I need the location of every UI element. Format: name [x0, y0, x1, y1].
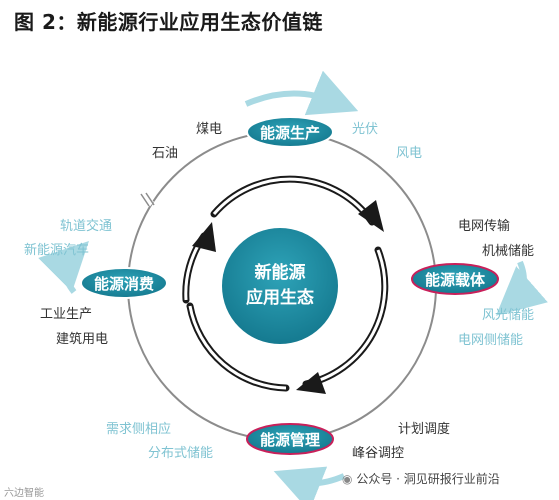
footer-source-text: 公众号 · 洞见研报行业前沿 — [356, 472, 500, 486]
cycle-arrow-top-head — [358, 200, 384, 232]
label-distributed-storage: 分布式储能 — [148, 446, 214, 461]
cycle-arrow-left-head — [192, 222, 216, 252]
light-arrow-top — [244, 70, 359, 116]
label-mechanical-storage: 机械储能 — [482, 244, 535, 259]
watermark: 六边智能 — [4, 488, 44, 499]
wechat-icon: ◉ — [342, 472, 353, 486]
node-management-label: 能源管理 — [260, 431, 320, 449]
node-consumption-label: 能源消费 — [94, 275, 154, 293]
node-carrier: 能源载体 — [411, 263, 499, 295]
label-industrial-production: 工业生产 — [40, 307, 93, 322]
label-coal-power: 煤电 — [196, 122, 223, 137]
label-building-power: 建筑用电 — [56, 332, 109, 347]
label-demand-response: 需求侧相应 — [106, 422, 172, 437]
center-text-line2: 应用生态 — [246, 287, 314, 308]
label-grid-transmission: 电网传输 — [458, 219, 511, 234]
label-pv: 光伏 — [352, 122, 379, 137]
center-text-line1: 新能源 — [255, 262, 306, 283]
label-wind: 风电 — [396, 146, 423, 161]
label-nev: 新能源汽车 — [24, 243, 90, 258]
node-management: 能源管理 — [246, 423, 334, 455]
node-carrier-label: 能源载体 — [425, 271, 486, 289]
light-arrow-right — [495, 260, 548, 316]
label-rail-transit: 轨道交通 — [60, 219, 113, 234]
label-oil: 石油 — [152, 146, 179, 161]
cycle-arrow-top — [210, 175, 376, 226]
figure-title: 图 2：新能源行业应用生态价值链 — [14, 10, 323, 34]
node-production: 能源生产 — [246, 116, 334, 148]
light-arrow-left — [38, 241, 89, 294]
footer-source: ◉ 公众号 · 洞见研报行业前沿 — [342, 470, 500, 487]
label-peak-valley: 峰谷调控 — [352, 446, 405, 461]
node-consumption: 能源消费 — [80, 267, 168, 299]
cycle-arrow-right-head — [296, 372, 326, 394]
light-arrow-bottom — [273, 466, 346, 500]
label-planned-dispatch: 计划调度 — [398, 422, 451, 437]
ring-break-mark — [140, 192, 155, 207]
center-circle — [222, 228, 338, 344]
label-grid-side-storage: 电网侧储能 — [458, 333, 524, 348]
node-production-label: 能源生产 — [260, 124, 320, 142]
label-wind-solar-storage: 风光储能 — [482, 308, 535, 323]
